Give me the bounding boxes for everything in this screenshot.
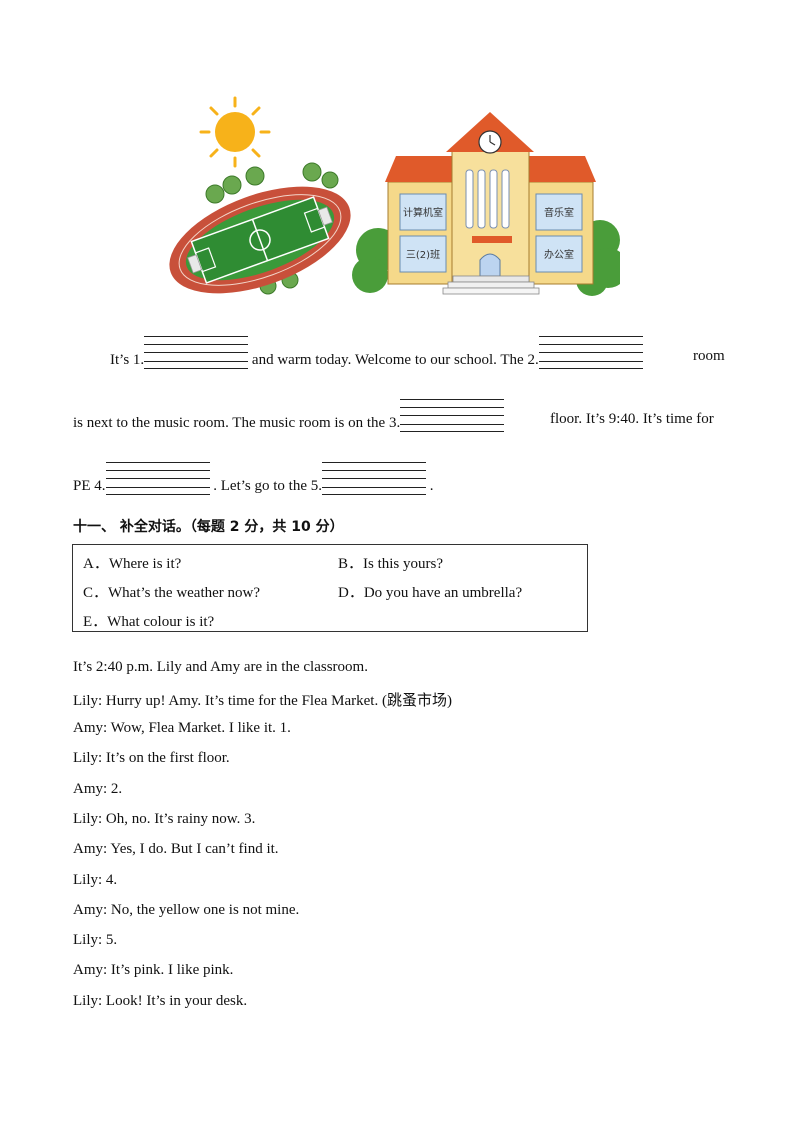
passage-line-2: is next to the music room. The music roo… (73, 399, 505, 432)
option-a: A．Where is it? (83, 556, 182, 572)
dialogue-line: Lily: 4. (73, 872, 118, 888)
dialogue-line: Lily: Hurry up! Amy. It’s time for the F… (73, 693, 452, 709)
answer-blank-4[interactable] (105, 462, 210, 495)
dialogue-line: Amy: 2. (73, 781, 123, 797)
answer-blank-3[interactable] (400, 399, 505, 432)
dialogue-line: It’s 2:40 p.m. Lily and Amy are in the c… (73, 659, 368, 675)
option-d: D．Do you have an umbrella? (338, 585, 523, 601)
classroom-label-class: 三(2)班 (406, 249, 440, 261)
passage-word-room: room (693, 348, 725, 364)
dialogue-line: Lily: It’s on the first floor. (73, 750, 230, 766)
answer-blank-1[interactable] (144, 336, 249, 369)
passage-line-3: PE 4. . Let’s go to the 5. . (73, 462, 434, 495)
classroom-label-computer: 计算机室 (403, 206, 443, 219)
dialogue-line: Amy: No, the yellow one is not mine. (73, 902, 300, 918)
dialogue-line: Amy: It’s pink. I like pink. (73, 962, 234, 978)
answer-blank-2[interactable] (538, 336, 643, 369)
tree-icon (205, 162, 339, 295)
passage-text: It’s 1. (110, 352, 145, 368)
passage-text: . Let’s go to the 5. (209, 478, 323, 494)
dialogue-line: Amy: Wow, Flea Market. I like it. 1. (73, 720, 291, 736)
dialogue-line: Lily: Look! It’s in your desk. (73, 993, 248, 1009)
passage-text-floor: floor. It’s 9:40. It’s time for (550, 411, 714, 427)
dialogue-line: Lily: 5. (73, 932, 118, 948)
option-e: E．What colour is it? (83, 614, 215, 630)
passage-text: . (426, 478, 434, 494)
school-illustration: 计算机室 音乐室 三(2)班 办公室 (169, 96, 620, 296)
dialogue-line: Lily: Oh, no. It’s rainy now. 3. (73, 811, 256, 827)
classroom-label-office: 办公室 (544, 248, 574, 261)
passage-text: and warm today. Welcome to our school. T… (248, 352, 539, 368)
school-building-icon (385, 112, 596, 295)
section-heading: 十一、 补全对话。（每题 2 分，共 10 分） (73, 519, 344, 535)
answer-blank-5[interactable] (322, 462, 427, 495)
sun-icon (199, 96, 271, 168)
passage-text: is next to the music room. The music roo… (73, 415, 401, 431)
classroom-label-music: 音乐室 (544, 206, 574, 219)
dialogue-line: Amy: Yes, I do. But I can’t find it. (73, 841, 279, 857)
options-box: A．Where is it? B．Is this yours? C．What’s… (72, 544, 588, 632)
option-b: B．Is this yours? (338, 556, 444, 572)
passage-text: PE 4. (73, 478, 106, 494)
sports-field-icon (169, 186, 351, 294)
option-c: C．What’s the weather now? (83, 585, 261, 601)
passage-line-1: It’s 1. and warm today. Welcome to our s… (110, 336, 643, 369)
